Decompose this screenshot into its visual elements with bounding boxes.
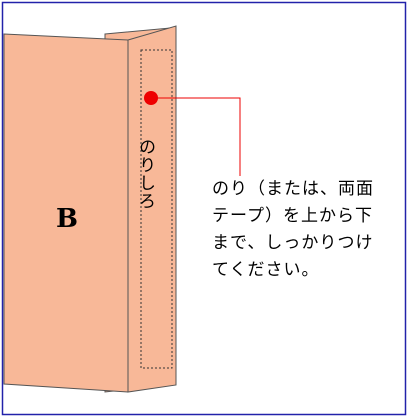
leader-line (151, 97, 241, 176)
glue-tab (127, 25, 177, 393)
panel-b-label: B (56, 204, 78, 234)
glue-tab-label: のりしろ (135, 138, 155, 210)
glue-area-dotted (140, 49, 173, 369)
glue-instruction-text: のり（または、両面テープ）を上から下まで、しっかりつけてください。 (212, 179, 374, 280)
glue-point-dot (144, 91, 158, 105)
